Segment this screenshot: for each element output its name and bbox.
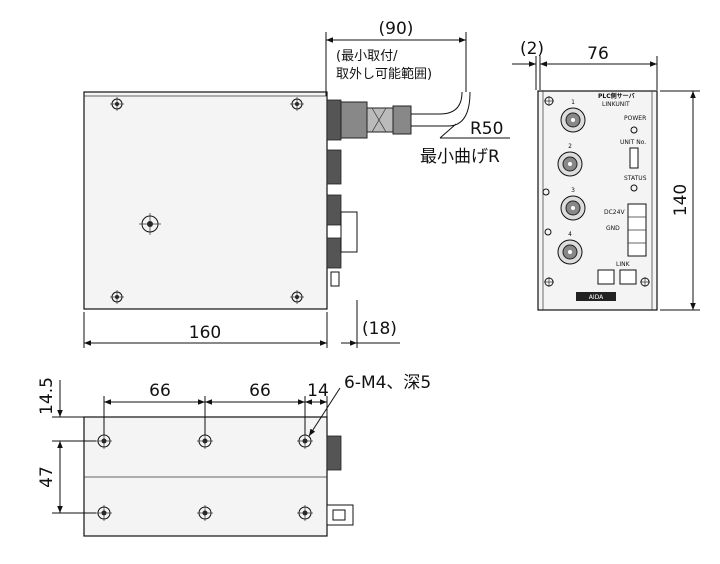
link-port xyxy=(597,269,615,285)
screw-icon xyxy=(139,213,161,235)
mount-hole-icon xyxy=(297,433,313,449)
screw-icon xyxy=(110,97,124,111)
note-line2: 取外し可能範囲) xyxy=(336,67,432,82)
power-label: POWER xyxy=(624,115,646,122)
link-port xyxy=(619,269,637,285)
screw-icon xyxy=(640,277,650,287)
port-connector-icon xyxy=(557,239,583,265)
dim-76: 76 xyxy=(587,44,609,64)
rotary-switch xyxy=(629,147,639,169)
side-view: 1 2 3 4 PLC側サーバ LINKUNIT POWER UNIT No. … xyxy=(512,39,700,311)
front-body xyxy=(83,91,328,310)
terminal-block xyxy=(340,211,358,253)
dim-18: (18) xyxy=(362,319,397,339)
power-led-icon xyxy=(630,126,638,134)
connector-housing xyxy=(326,99,342,141)
mount-hole-icon xyxy=(297,505,313,521)
dim-14: 14 xyxy=(307,381,329,401)
connector-housing xyxy=(326,149,342,185)
dc-label: DC24V xyxy=(604,209,625,216)
port-connector-icon xyxy=(560,195,586,221)
brand-badge xyxy=(576,292,616,301)
port-connector-icon xyxy=(560,107,586,133)
dim-140: 140 xyxy=(671,184,691,216)
connector-housing xyxy=(326,435,342,471)
status-label: STATUS xyxy=(624,175,647,182)
screw-icon xyxy=(290,97,304,111)
bottom-body xyxy=(83,416,328,537)
dim-160: 160 xyxy=(189,323,221,343)
mount-hole-icon xyxy=(197,505,213,521)
header-label: PLC側サーバ xyxy=(598,92,635,100)
screw-icon xyxy=(542,188,550,196)
screw-icon xyxy=(544,277,554,287)
link-label: LINK xyxy=(616,261,631,268)
cable-plug-icon xyxy=(340,91,471,139)
hole-spec: 6-M4、深5 xyxy=(344,373,431,393)
dim-90: (90) xyxy=(379,19,414,39)
dim-66-b: 66 xyxy=(249,381,271,401)
bottom-view: 14.5 47 66 66 14 6-M4、深5 xyxy=(37,373,431,537)
connector-housing xyxy=(326,237,342,269)
dim-2: (2) xyxy=(520,39,544,59)
gnd-label: GND xyxy=(606,225,620,232)
status-led-icon xyxy=(630,184,638,192)
dim-66-a: 66 xyxy=(149,381,171,401)
front-view: (90) (最小取付/ 取外し可能範囲) R50 最小曲げR 160 (18) xyxy=(83,19,510,348)
brand-label: AIDA xyxy=(589,294,604,301)
screw-icon xyxy=(110,290,124,304)
port-label: 3 xyxy=(571,187,575,194)
connector-housing xyxy=(326,194,342,226)
port-label: 2 xyxy=(568,143,572,150)
mount-hole-icon xyxy=(96,505,112,521)
dim-47: 47 xyxy=(37,466,57,488)
unit-label: LINKUNIT xyxy=(602,101,630,108)
screw-icon xyxy=(290,290,304,304)
unit-no-label: UNIT No. xyxy=(620,139,646,146)
screw-icon xyxy=(544,228,552,236)
port-label: 4 xyxy=(568,231,572,238)
bend-radius: R50 xyxy=(470,119,503,139)
bend-label: 最小曲げR xyxy=(420,147,500,167)
screw-icon xyxy=(544,96,554,106)
note-line1: (最小取付/ xyxy=(336,49,398,64)
port-label: 1 xyxy=(571,99,575,106)
dim-14-5: 14.5 xyxy=(37,377,57,415)
port-connector-icon xyxy=(557,151,583,177)
